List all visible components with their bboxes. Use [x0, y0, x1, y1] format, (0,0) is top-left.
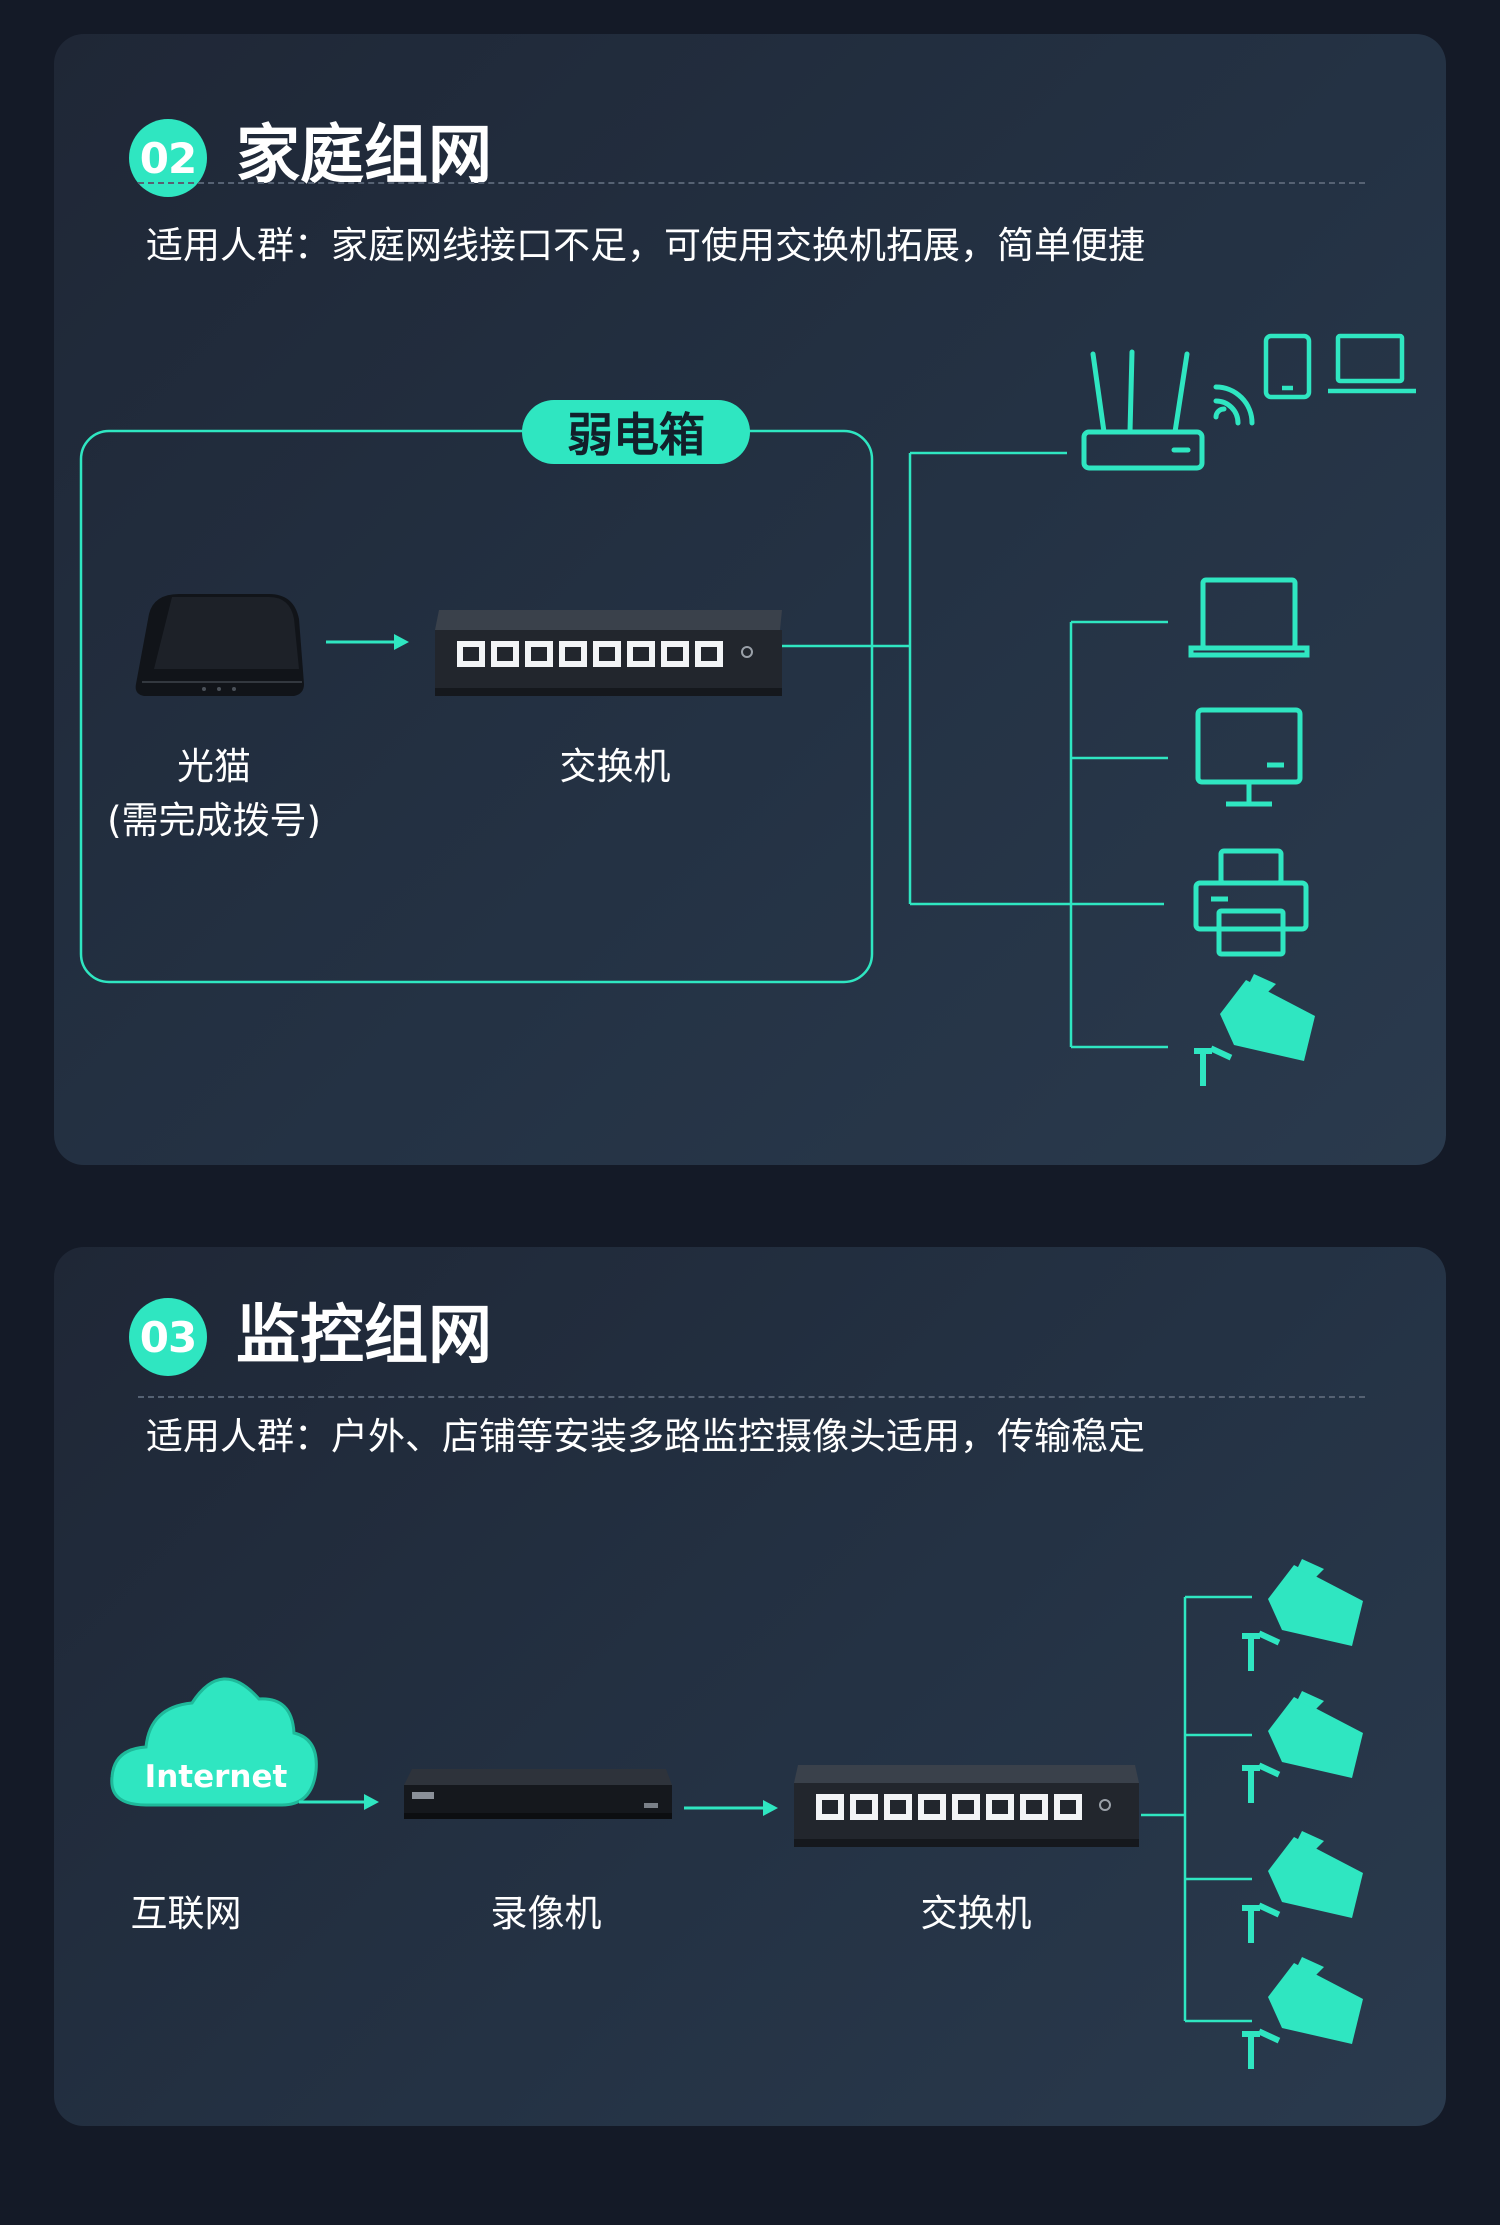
section-subtitle: 适用人群：家庭网线接口不足，可使用交换机拓展，简单便捷 — [146, 224, 1145, 267]
section-number-badge: 02 — [129, 119, 207, 197]
weak-current-box-label: 弱电箱 — [522, 400, 750, 464]
camera-connection-lines — [1141, 1595, 1252, 2023]
switch-icon — [435, 610, 782, 696]
internet-cloud-text: Internet — [144, 1759, 288, 1795]
weak-current-box-outline — [79, 429, 874, 984]
surveillance-network-diagram — [110, 1559, 1363, 2069]
section-title: 监控组网 — [236, 1299, 492, 1373]
arrow-modem-to-switch — [326, 634, 409, 650]
security-camera-icon — [1194, 974, 1315, 1086]
laptop-icon — [1188, 577, 1310, 658]
video-recorder-icon — [404, 1769, 672, 1819]
surveillance-network-card: 03 监控组网 适用人群：户外、店铺等安装多路监控摄像头适用，传输稳定 — [54, 1247, 1446, 2126]
tablet-icon — [1263, 333, 1312, 400]
section-title: 家庭组网 — [236, 119, 492, 193]
optical-modem-label: 光猫 (需完成拨号) — [94, 740, 334, 847]
optical-modem-note: (需完成拨号) — [107, 798, 321, 842]
security-camera-icon — [1242, 1831, 1363, 1943]
arrow-internet-to-nvr — [299, 1794, 379, 1810]
monitor-icon — [1195, 707, 1303, 807]
switch-icon — [794, 1765, 1139, 1847]
switch-label: 交换机 — [920, 1892, 1032, 1935]
optical-modem-icon — [135, 594, 304, 696]
video-recorder-label: 录像机 — [490, 1892, 602, 1935]
security-camera-icon — [1242, 1691, 1363, 1803]
dashed-divider — [138, 182, 1365, 184]
home-network-card: 02 家庭组网 适用人群：家庭网线接口不足，可使用交换机拓展，简单便捷 — [54, 34, 1446, 1165]
laptop-small-icon — [1328, 333, 1416, 394]
security-camera-icon — [1242, 1957, 1363, 2069]
wifi-signal-icon — [1213, 384, 1255, 426]
section-number-badge: 03 — [129, 1298, 207, 1376]
section-subtitle: 适用人群：户外、店铺等安装多路监控摄像头适用，传输稳定 — [146, 1415, 1145, 1458]
switch-label: 交换机 — [559, 745, 671, 788]
security-camera-icon — [1242, 1559, 1363, 1671]
wifi-router-icon — [1081, 349, 1205, 471]
connection-lines — [780, 451, 1168, 1049]
optical-modem-name: 光猫 — [177, 745, 251, 788]
internet-cloud-icon — [110, 1677, 318, 1807]
printer-icon — [1193, 848, 1309, 957]
home-network-diagram — [79, 333, 1416, 1086]
internet-label: 互联网 — [130, 1892, 242, 1935]
dashed-divider — [138, 1396, 1365, 1398]
arrow-nvr-to-switch — [684, 1800, 778, 1816]
